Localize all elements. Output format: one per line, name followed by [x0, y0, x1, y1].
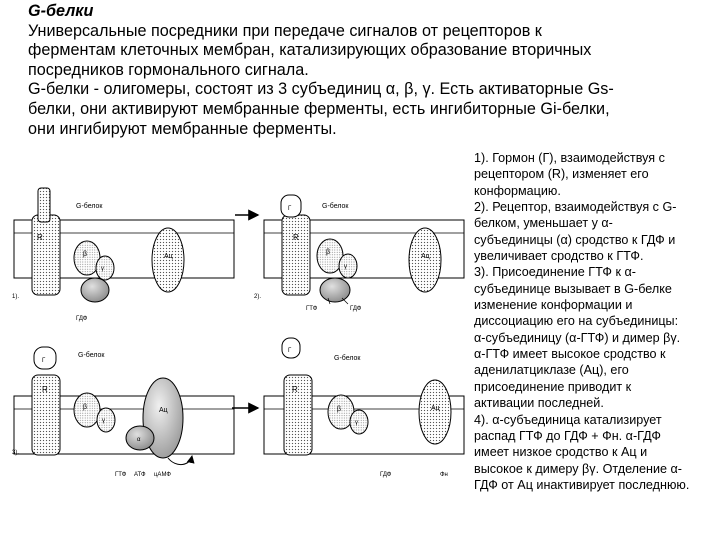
membrane: [263, 219, 465, 279]
note-line: субъединице вызывает в G-белке: [474, 281, 672, 296]
note-line: увеличивает сродство к ГТФ.: [474, 249, 644, 264]
note-line: диссоциацию его на субъединицы:: [474, 314, 679, 329]
step-number: 1).: [12, 294, 19, 300]
gamma-subunit: [96, 407, 116, 433]
beta-label: β: [83, 404, 87, 411]
note-line: высокое к димеру βγ. Отделение α-: [474, 461, 682, 476]
header-line: G-белки - олигомеры, состоят из 3 субъед…: [28, 80, 614, 99]
note-line: распад ГТФ до ГДФ + Фн. α-ГДФ: [474, 428, 661, 443]
hormone-shape: [280, 194, 302, 218]
g-protein-label: G-белок: [76, 202, 103, 210]
note-line: 2). Рецептор, взаимодействуя с G-: [474, 200, 677, 215]
explanation-notes: 1). Гормон (Г), взаимодействуя с рецепто…: [474, 150, 718, 493]
note-line: конформацию.: [474, 183, 561, 198]
arrow-line: [341, 297, 349, 305]
beta-subunit: [73, 392, 101, 428]
gamma-subunit: [95, 255, 115, 281]
gamma-label: γ: [344, 264, 347, 270]
gdp-label: ГДФ: [76, 316, 88, 322]
receptor-stalk: [37, 187, 51, 223]
gamma-label: γ: [101, 266, 104, 272]
note-line: имеет низкое сродство к Ац и: [474, 445, 648, 460]
header-line: Универсальные посредники при передаче си…: [28, 21, 542, 40]
hormone-shape: [33, 346, 57, 370]
gdp-label: ГДФ: [350, 306, 362, 312]
g-protein-label: G-белок: [78, 351, 105, 359]
alpha-subunit: [80, 277, 110, 303]
receptor-label: R: [292, 385, 298, 394]
adenylate-cyclase: [151, 227, 185, 293]
membrane: [13, 395, 235, 455]
gamma-subunit: [349, 409, 369, 435]
header-text: G-белки Универсальные посредники при пер…: [28, 2, 718, 139]
note-line: α-субъединицу (α-ГТФ) и димер βγ.: [474, 330, 681, 345]
receptor-shape: [31, 374, 61, 456]
phosphate-label: Фн: [440, 472, 448, 478]
receptor-label: R: [42, 385, 48, 394]
ac-label: Ац: [431, 405, 440, 412]
arrow-curve: [167, 455, 195, 465]
gtp-label: ГТФ: [115, 472, 127, 478]
gamma-subunit: [338, 253, 358, 279]
beta-label: β: [83, 251, 87, 258]
hormone-shape: [281, 337, 301, 359]
receptor-shape: [283, 374, 313, 456]
alpha-label: α: [137, 437, 141, 443]
receptor-shape: [31, 214, 61, 296]
step-number: 2).: [254, 294, 261, 300]
receptor-label: R: [293, 233, 299, 242]
panel-4: Г R G-белок β γ Ац ГДФ Фн: [263, 337, 465, 478]
panel-1: R G-белок β γ Ац 1). ГДФ: [12, 187, 235, 322]
note-line: ГДФ от Ац инактивирует последнюю.: [474, 477, 690, 492]
beta-label: β: [326, 249, 330, 256]
header-line: они ингибируют мембранные ферменты.: [28, 119, 337, 138]
ac-label: Ац: [164, 253, 173, 260]
g-protein-label: G-белок: [322, 202, 349, 210]
adenylate-cyclase: [418, 379, 452, 445]
note-line: 3). Присоединение ГТФ к α-: [474, 265, 636, 280]
note-line: субъединицы (α) сродство к ГДФ и: [474, 232, 676, 247]
note-line: аденилатциклазе (Ац), его: [474, 363, 629, 378]
beta-label: β: [337, 406, 341, 413]
gamma-label: γ: [102, 418, 105, 424]
step-number: 3).: [12, 450, 19, 456]
header-line: посредников гормонального сигнала.: [28, 60, 309, 79]
note-line: рецептором (R), изменяет его: [474, 167, 649, 182]
note-line: 4). α-субъединица катализирует: [474, 412, 662, 427]
membrane: [13, 219, 235, 279]
gamma-label: γ: [355, 420, 358, 426]
camp-label: цАМФ: [154, 472, 171, 478]
panel-2: Г R G-белок β γ Ац 2). ГТФ ГДФ: [254, 194, 465, 312]
gtp-label: ГТФ: [306, 306, 318, 312]
note-line: 1). Гормон (Г), взаимодействуя с: [474, 151, 665, 165]
note-line: изменение конформации и: [474, 298, 633, 313]
alpha-subunit: [125, 425, 155, 451]
receptor-label: R: [37, 233, 43, 242]
hormone-label: Г: [288, 348, 292, 354]
g-protein-cycle-diagram: R G-белок β γ Ац 1). ГДФ Г R G-белок β γ…: [12, 187, 465, 478]
atp-label: АТФ: [134, 472, 146, 478]
arrow-line: [327, 297, 331, 305]
header-line: белки, они активируют мембранные фермент…: [28, 99, 610, 118]
adenylate-cyclase: [408, 227, 442, 293]
panel-3: Г R G-белок β γ Ац α 3). ГТФ АТФ цАМФ: [12, 346, 235, 478]
alpha-subunit: [319, 277, 351, 303]
note-line: α-ГТФ имеет высокое сродство к: [474, 347, 666, 362]
receptor-shape: [281, 214, 311, 296]
hormone-label: Г: [42, 358, 46, 364]
hormone-label: Г: [288, 206, 292, 212]
membrane: [263, 395, 465, 455]
header-line: ферментам клеточных мембран, катализирую…: [28, 41, 592, 60]
ac-label: Ац: [159, 407, 168, 414]
note-line: белком, уменьшает у α-: [474, 216, 613, 231]
note-line: активации последней.: [474, 396, 604, 411]
ac-label: Ац: [421, 253, 430, 260]
g-protein-label: G-белок: [334, 354, 361, 362]
gdp-label: ГДФ: [380, 472, 392, 478]
note-line: присоединение приводит к: [474, 379, 632, 394]
page-title: G-белки: [28, 2, 94, 20]
